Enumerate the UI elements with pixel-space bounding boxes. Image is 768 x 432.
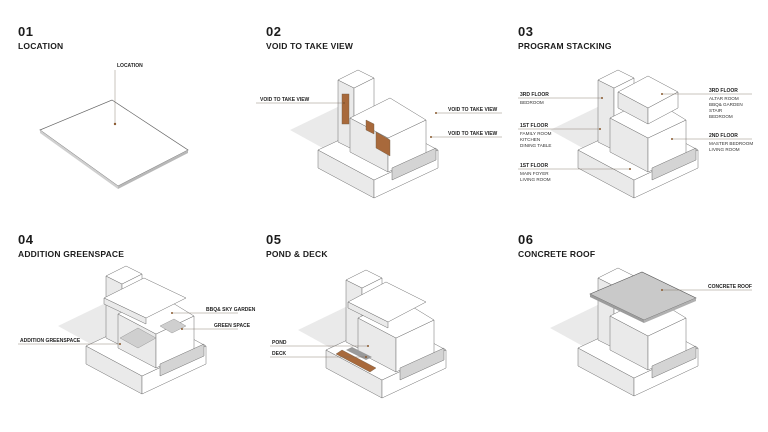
step-number: 03 — [518, 24, 534, 39]
step-title: PROGRAM STACKING — [518, 41, 612, 51]
deck-label: DECK — [272, 351, 287, 357]
concrete-roof-illustration: CONCRETE ROOF — [549, 267, 752, 397]
room-label: DINING TABLE — [520, 143, 551, 148]
step-title: ADDITION GREENSPACE — [18, 249, 125, 259]
step-03-panel: 03 PROGRAM STACKING 3RD FLOOR BEDROOM 1S… — [512, 0, 768, 216]
site-plane — [39, 99, 189, 187]
step-04-panel: 04 ADDITION GREENSPACE BBQ& SKY GARDEN G… — [0, 216, 256, 432]
step-title: LOCATION — [18, 41, 64, 51]
floor-label: 3RD FLOOR — [520, 92, 549, 98]
room-label: MAIN FOYER — [520, 171, 549, 176]
room-label: LIVING ROOM — [520, 177, 551, 182]
step-number: 06 — [518, 232, 534, 247]
step-number: 01 — [18, 24, 34, 39]
sky-garden-label: BBQ& SKY GARDEN — [206, 307, 256, 313]
concrete-roof-label: CONCRETE ROOF — [708, 284, 752, 290]
floor-label: 1ST FLOOR — [520, 163, 548, 169]
step-title: POND & DECK — [266, 249, 328, 259]
addition-greenspace-label: ADDITION GREENSPACE — [20, 338, 81, 344]
site-plane-illustration: LOCATION — [39, 63, 189, 189]
step-06-panel: 06 CONCRETE ROOF CONCRETE ROOF — [512, 216, 768, 432]
program-stacking-illustration: 3RD FLOOR BEDROOM 1ST FLOOR FAMILY ROOM … — [518, 69, 753, 199]
void-opening — [375, 131, 391, 157]
room-label: BEDROOM — [520, 100, 544, 105]
step-02-panel: 02 VOID TO TAKE VIEW VOID TO TAKE VIEW V… — [256, 0, 512, 216]
step-number: 02 — [266, 24, 282, 39]
step-05-panel: 05 POND & DECK POND DECK — [256, 216, 512, 432]
void-label: VOID TO TAKE VIEW — [448, 131, 498, 137]
green-space-label: GREEN SPACE — [214, 323, 251, 329]
void-opening — [341, 93, 350, 125]
floor-label: 3RD FLOOR — [709, 88, 738, 94]
floor-label: 2ND FLOOR — [709, 133, 738, 139]
sky-garden-patch — [159, 318, 187, 334]
room-label: STAIR — [709, 108, 723, 113]
step-title: VOID TO TAKE VIEW — [266, 41, 354, 51]
room-label: FAMILY ROOM — [520, 131, 552, 136]
step-number: 04 — [18, 232, 34, 247]
step-number: 05 — [266, 232, 282, 247]
void-view-illustration: VOID TO TAKE VIEW VOID TO TAKE VIEW VOID… — [256, 69, 502, 199]
green-space-patch — [119, 327, 157, 349]
step-title: CONCRETE ROOF — [518, 249, 596, 259]
room-label: BBQ& GARDEN — [709, 102, 743, 107]
pond-label: POND — [272, 340, 287, 346]
pond-deck-illustration: POND DECK — [270, 269, 447, 399]
location-label: LOCATION — [117, 63, 143, 69]
greenspace-illustration: BBQ& SKY GARDEN GREEN SPACE ADDITION GRE… — [18, 265, 256, 395]
room-label: KITCHEN — [520, 137, 540, 142]
room-label: BEDROOM — [709, 114, 733, 119]
void-label: VOID TO TAKE VIEW — [260, 97, 310, 103]
void-label: VOID TO TAKE VIEW — [448, 107, 498, 113]
deck-surface — [335, 349, 377, 373]
step-01-panel: 01 LOCATION LOCATION — [0, 0, 256, 216]
room-label: MASTER BEDROOM — [709, 141, 753, 146]
room-label: LIVING ROOM — [709, 147, 740, 152]
floor-label: 1ST FLOOR — [520, 123, 548, 129]
room-label: ALTAR ROOM — [709, 96, 739, 101]
